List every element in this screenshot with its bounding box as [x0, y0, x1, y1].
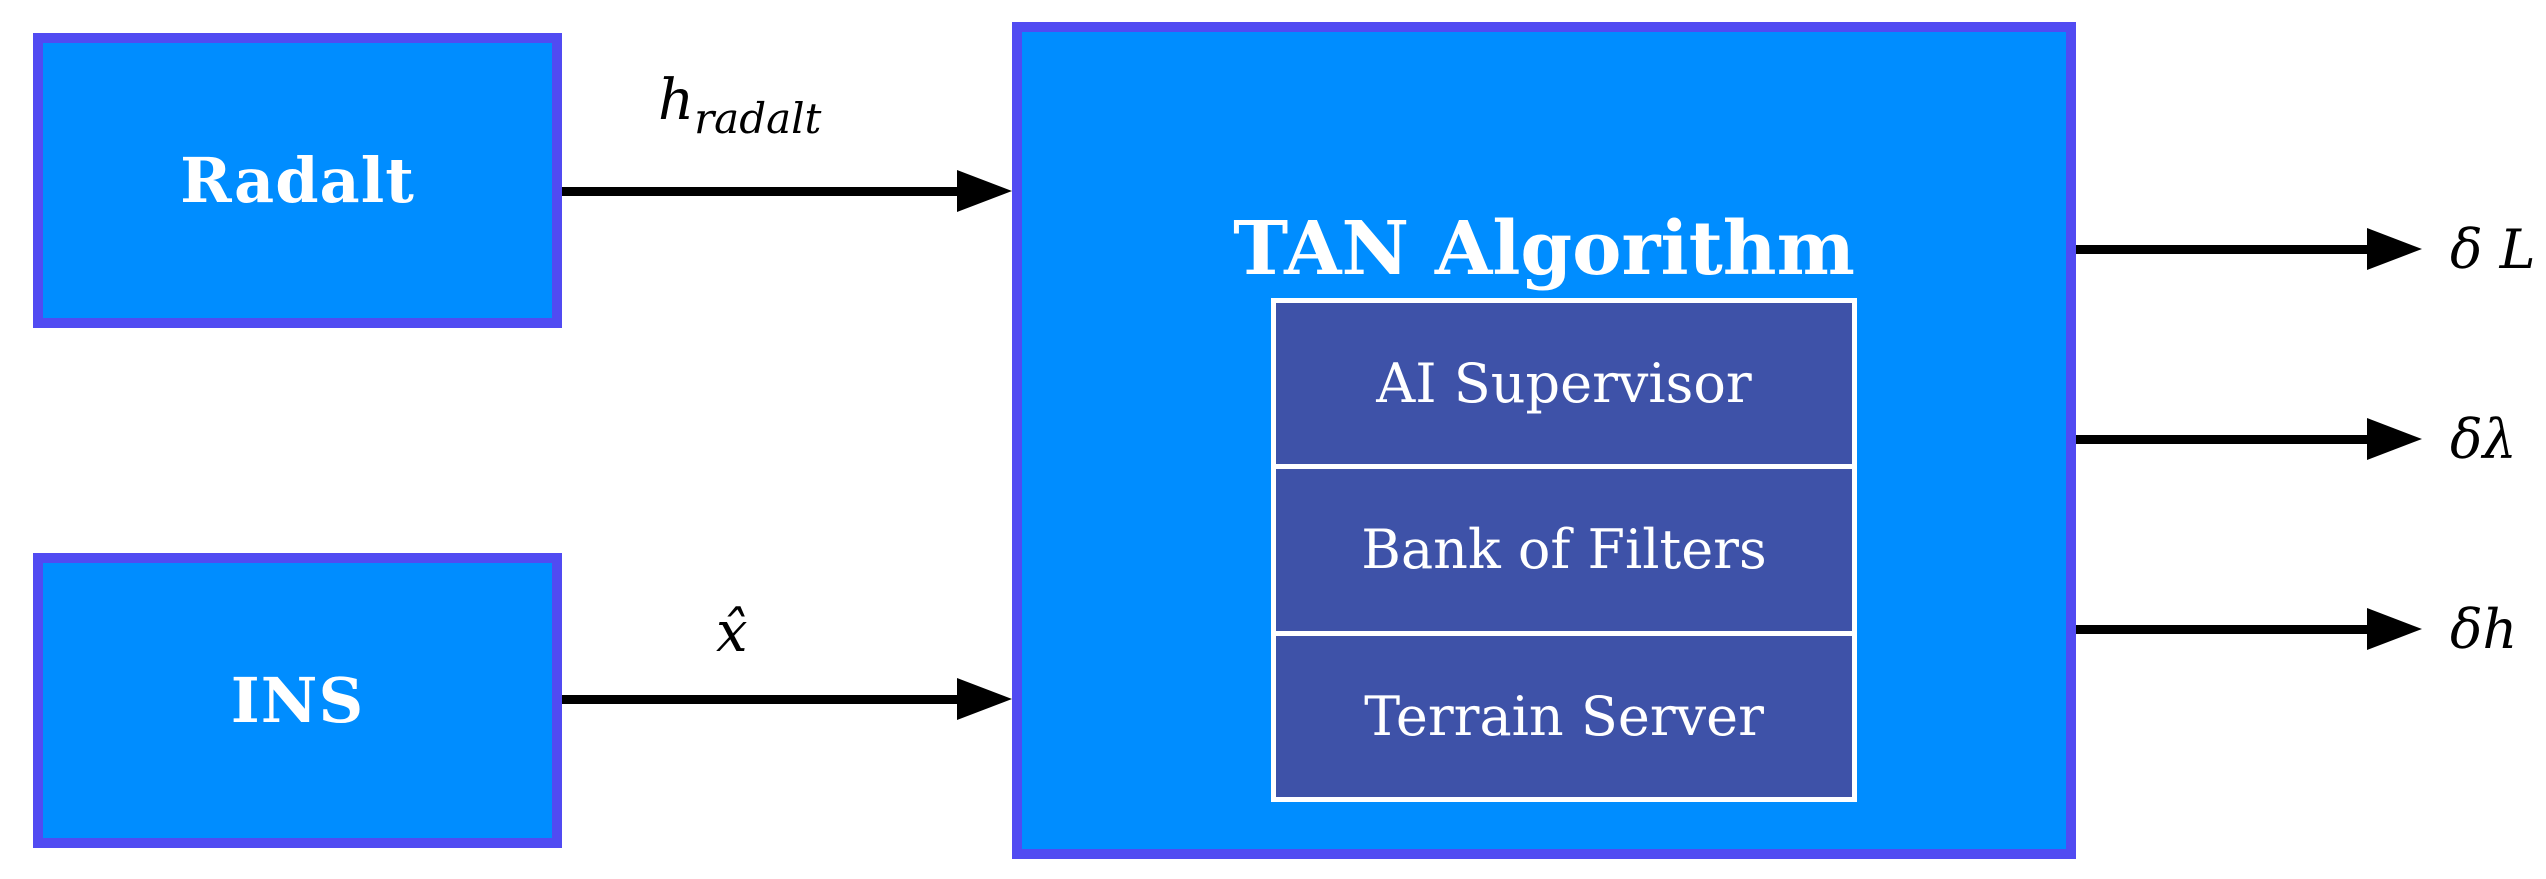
ins-label: INS: [230, 664, 365, 737]
ins-to-tan-arrow-head: [957, 678, 1012, 720]
ai-supervisor-label: AI Supervisor: [1376, 352, 1752, 416]
bank-of-filters-box: Bank of Filters: [1276, 469, 1852, 631]
h-radalt-main: h: [658, 68, 695, 133]
delta-h-label: δh: [2450, 598, 2518, 661]
terrain-server-box: Terrain Server: [1276, 635, 1852, 797]
ins-box: INS: [33, 553, 562, 848]
terrain-server-label: Terrain Server: [1364, 684, 1764, 748]
delta-L-arrow-line: [2076, 245, 2367, 254]
delta-L-label: δ L: [2450, 218, 2536, 281]
tan-components-stack: AI Supervisor Bank of Filters Terrain Se…: [1271, 298, 1857, 802]
x-hat-signal-label: x̂: [716, 600, 748, 665]
h-radalt-signal-label: hradalt: [658, 68, 821, 143]
bank-of-filters-label: Bank of Filters: [1361, 518, 1767, 582]
delta-lambda-arrow-line: [2076, 435, 2367, 444]
delta-h-arrow-head: [2367, 608, 2422, 650]
radalt-box: Radalt: [33, 33, 562, 328]
radalt-label: Radalt: [180, 144, 415, 217]
delta-L-arrow-head: [2367, 228, 2422, 270]
delta-lambda-label: δλ: [2450, 408, 2517, 471]
tan-algorithm-title: TAN Algorithm: [1233, 206, 1855, 292]
radalt-to-tan-arrow-head: [957, 170, 1012, 212]
ins-to-tan-arrow-line: [562, 695, 958, 704]
delta-h-arrow-line: [2076, 625, 2367, 634]
ai-supervisor-box: AI Supervisor: [1276, 303, 1852, 465]
tan-algorithm-box: TAN Algorithm AI Supervisor Bank of Filt…: [1012, 22, 2076, 859]
h-radalt-sub: radalt: [694, 94, 822, 143]
radalt-to-tan-arrow-line: [562, 187, 958, 196]
delta-lambda-arrow-head: [2367, 418, 2422, 460]
